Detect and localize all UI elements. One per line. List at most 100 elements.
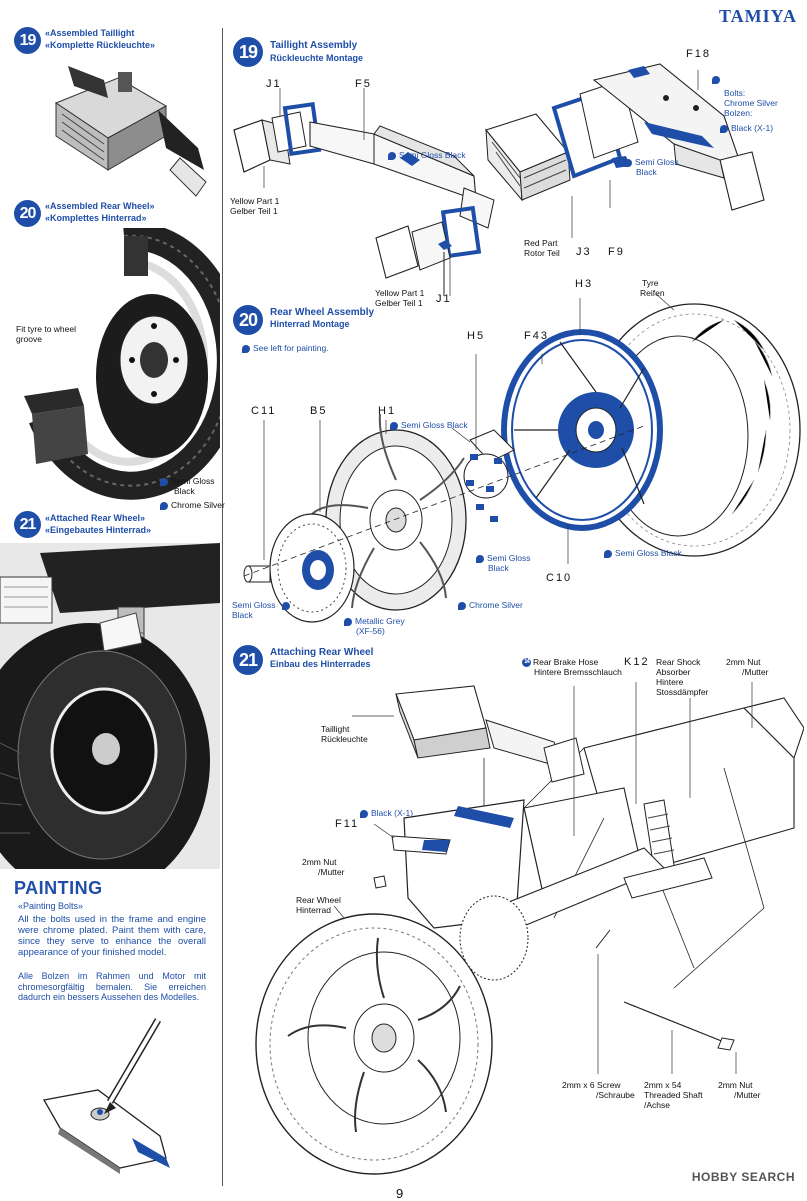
rear-wheel-installation-diagram xyxy=(255,682,804,1175)
sidebar-step-19-title-en: «Assembled Taillight xyxy=(45,28,135,38)
label-shock-2: Absorber xyxy=(656,667,691,677)
sidebar-step-21-title-en: «Attached Rear Wheel» xyxy=(45,513,146,523)
step-20-title-en: Rear Wheel Assembly xyxy=(270,307,375,318)
paint-drop-icon xyxy=(458,601,466,610)
rear-wheel-assembly-diagram xyxy=(243,293,801,623)
painting-text-de: Alle Bolzen im Rahmen und Motor mit chro… xyxy=(18,971,206,1002)
step-20-badge: 20 xyxy=(233,305,263,335)
painting-subtitle: «Painting Bolts» xyxy=(18,901,84,911)
paint-drop-icon xyxy=(712,75,720,84)
part-f5: F5 xyxy=(355,78,372,90)
column-divider xyxy=(222,28,223,1186)
page-number: 9 xyxy=(396,1186,404,1201)
paint-drop-icon xyxy=(360,809,368,818)
label-nut-br-1: 2mm Nut xyxy=(718,1080,753,1090)
label-sgb-top-20: Semi Gloss Black xyxy=(390,420,468,430)
paint-drop-icon xyxy=(720,124,728,133)
paint-drop-icon xyxy=(242,344,250,353)
part-f11: F11 xyxy=(335,818,360,830)
label-yellow-part-de: Gelber Teil 1 xyxy=(230,206,278,216)
rear-wheel-photo xyxy=(14,228,220,510)
wheel-paint-label-3: Chrome Silver xyxy=(160,500,225,510)
part-f43: F43 xyxy=(524,330,549,342)
paint-drop-icon xyxy=(624,158,632,167)
painting-text-en: All the bolts used in the frame and engi… xyxy=(18,914,206,958)
label-bolts-1: Bolts: xyxy=(724,88,746,98)
brake-step-ref-badge: 14 xyxy=(522,658,531,668)
label-nut-br-2: /Mutter xyxy=(734,1090,761,1100)
label-semi-gloss-19b: Semi Gloss xyxy=(624,157,678,167)
paint-drop-left-20 xyxy=(282,600,293,610)
taillight-photo xyxy=(48,58,214,198)
step-19-badge: 19 xyxy=(233,37,263,67)
label-black-19b: Black xyxy=(636,167,657,177)
label-screw-2: /Schraube xyxy=(596,1090,635,1100)
wheel-paint-label-1: Semi Gloss xyxy=(160,476,214,486)
part-f18: F18 xyxy=(686,48,711,60)
label-rear-wheel-1: Rear Wheel xyxy=(296,895,341,905)
label-red-part-de: Rotor Teil xyxy=(524,248,560,258)
label-sgb-left-20: Semi Gloss xyxy=(232,600,276,610)
paint-drop-icon xyxy=(390,421,398,430)
part-j1-top: J1 xyxy=(266,78,282,90)
label-semi-gloss-black-19: Semi Gloss Black xyxy=(388,150,466,160)
sidebar-step-20-badge: 20 xyxy=(14,200,41,227)
watermark: HOBBY SEARCH xyxy=(691,1170,795,1184)
label-shock-1: Rear Shock xyxy=(656,657,701,667)
attached-wheel-photo xyxy=(0,543,220,869)
label-tyre-en: Tyre xyxy=(642,278,659,288)
paint-drop-icon xyxy=(282,601,290,610)
label-black-x1-19: Black (X-1) xyxy=(720,123,773,133)
step-19-title-de: Rückleuchte Montage xyxy=(270,53,364,63)
label-brake-hose-2: Hintere Bremsschlauch xyxy=(534,667,622,677)
part-j1-bottom: J1 xyxy=(436,293,452,305)
step-21-title-en: Attaching Rear Wheel xyxy=(270,647,374,658)
painting-brush-illustration xyxy=(40,1018,200,1176)
brand-logo: TAMIYA xyxy=(718,6,797,26)
part-h3: H3 xyxy=(575,278,594,290)
label-taillight-de: Rückleuchte xyxy=(321,734,368,744)
label-sgb-mid-20: Semi Gloss xyxy=(476,553,530,563)
label-yellow-part2-en: Yellow Part 1 xyxy=(375,288,425,298)
sidebar-step-21-title-de: «Eingebautes Hinterrad» xyxy=(45,525,152,535)
fit-tyre-note-l1: Fit tyre to wheel xyxy=(16,324,76,334)
label-red-part-en: Red Part xyxy=(524,238,558,248)
label-nut-tr-1: 2mm Nut xyxy=(726,657,761,667)
label-shaft-1: 2mm x 54 xyxy=(644,1080,682,1090)
sidebar-step-19-badge: 19 xyxy=(14,27,41,54)
label-bolts-2: Chrome Silver xyxy=(724,98,778,108)
paint-drop-icon xyxy=(604,549,612,558)
label-nut-left-1: 2mm Nut xyxy=(302,857,337,867)
paint-drop-bolts xyxy=(712,74,723,84)
paint-drop-icon xyxy=(388,151,396,160)
step-20-title-de: Hinterrad Montage xyxy=(270,319,350,329)
part-c10: C10 xyxy=(546,572,573,584)
label-metallic-grey: Metallic Grey xyxy=(344,616,405,626)
label-shaft-2: Threaded Shaft xyxy=(644,1090,703,1100)
wheel-paint-label-2: Black xyxy=(174,486,195,496)
step-21-title-de: Einbau des Hinterrades xyxy=(270,659,371,669)
sidebar-step-19-title-de: «Komplette Rückleuchte» xyxy=(45,40,156,50)
painting-title: PAINTING xyxy=(14,878,103,898)
label-sgb-right-20: Semi Gloss Black xyxy=(604,548,682,558)
label-tyre-de: Reifen xyxy=(640,288,665,298)
step-21-badge: 21 xyxy=(233,645,263,675)
label-sgb-mid-20-b: Black xyxy=(488,563,509,573)
part-b5: B5 xyxy=(310,405,328,417)
part-h5: H5 xyxy=(467,330,486,342)
label-screw-1: 2mm x 6 Screw xyxy=(562,1080,621,1090)
part-c11: C11 xyxy=(251,405,277,417)
label-black-x1-21: Black (X-1) xyxy=(360,808,413,818)
part-k12: K12 xyxy=(624,656,650,668)
label-shock-4: Stossdämpfer xyxy=(656,687,709,697)
label-taillight-en: Taillight xyxy=(321,724,350,734)
sidebar-step-21-badge: 21 xyxy=(14,511,41,538)
paint-drop-icon xyxy=(160,501,168,510)
paint-drop-icon xyxy=(476,554,484,563)
paint-drop-icon xyxy=(160,477,168,486)
label-metallic-grey-code: (XF-56) xyxy=(356,626,385,636)
label-bolts-3: Bolzen: xyxy=(724,108,753,118)
label-yellow-part2-de: Gelber Teil 1 xyxy=(375,298,423,308)
part-h1: H1 xyxy=(378,405,397,417)
